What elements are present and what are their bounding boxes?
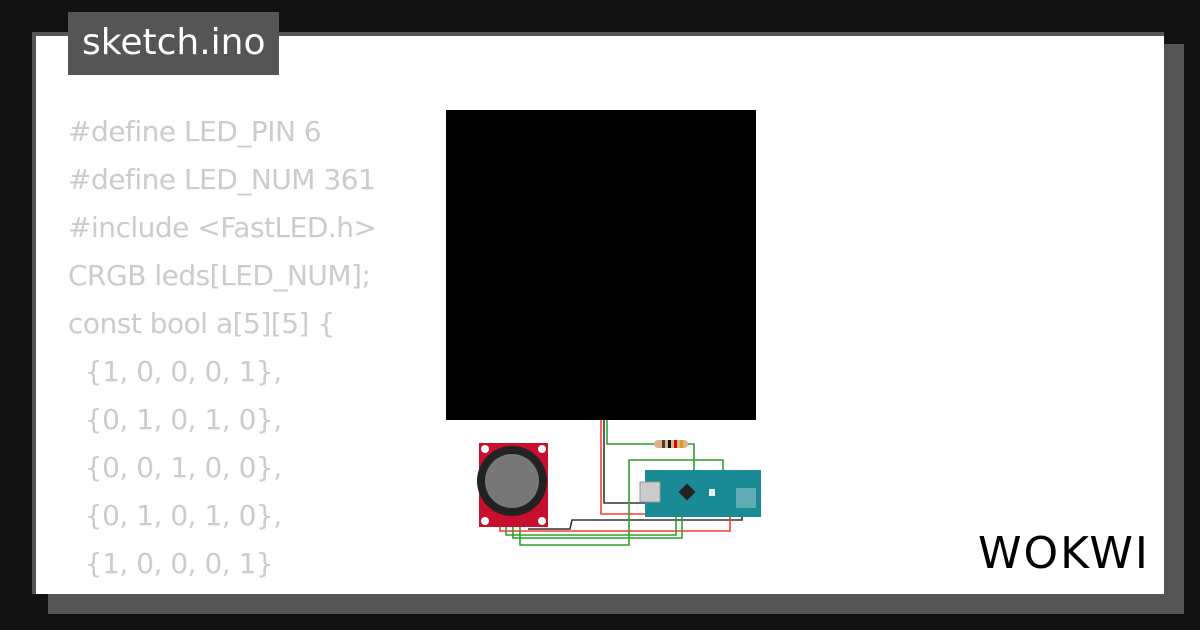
- resistor: [654, 440, 688, 448]
- wire-green: [606, 420, 654, 445]
- wokwi-logo: WOKWI: [978, 528, 1150, 579]
- wire-green: [519, 459, 724, 546]
- circuit-diagram: [446, 110, 761, 546]
- wire-green: [505, 516, 677, 536]
- preview-card: #define LED_PIN 6 #define LED_NUM 361 #i…: [32, 32, 1164, 594]
- code-line: #include <FastLED.h>: [68, 211, 377, 244]
- arduino-nano: [639, 470, 761, 517]
- code-line: #define LED_PIN 6: [68, 115, 322, 148]
- sketch-title: sketch.ino: [68, 12, 280, 75]
- code-line: const bool a[5][5] {: [68, 307, 335, 340]
- code-line: {0, 1, 0, 1, 0},: [68, 403, 282, 436]
- wire-black: [528, 420, 743, 530]
- wire-green: [688, 443, 695, 470]
- led-matrix: [446, 110, 756, 420]
- wire-green: [512, 516, 683, 539]
- code-line: {0, 1, 0, 1, 0},: [68, 499, 282, 532]
- wire-red: [499, 516, 731, 532]
- code-line: #define LED_NUM 361: [68, 163, 376, 196]
- code-preview: #define LED_PIN 6 #define LED_NUM 361 #i…: [68, 108, 377, 594]
- code-line: {0, 0, 1, 0, 0},: [68, 451, 282, 484]
- joystick-module: [477, 443, 548, 527]
- code-line: {1, 0, 0, 0, 1}: [68, 547, 274, 580]
- wokwi-logo-text: WOKWI: [978, 528, 1150, 579]
- code-line: {1, 0, 0, 0, 1},: [68, 355, 282, 388]
- code-line: CRGB leds[LED_NUM];: [68, 259, 371, 292]
